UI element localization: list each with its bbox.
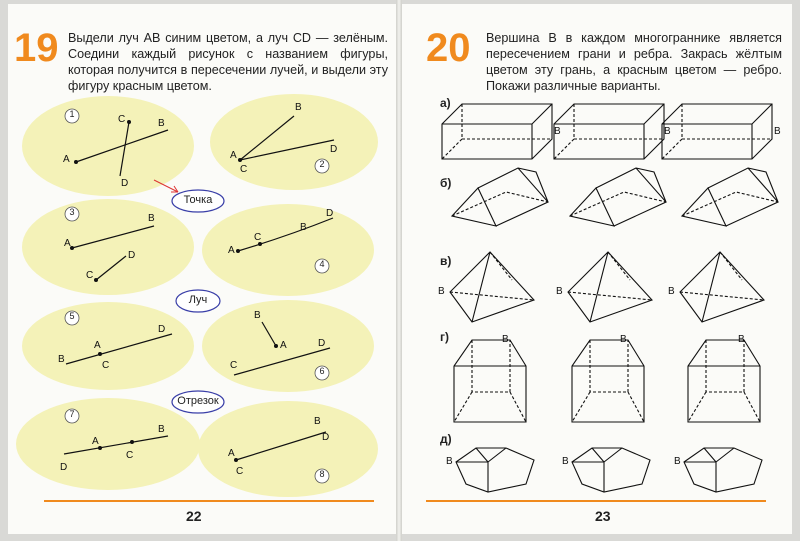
svg-text:C: C — [254, 232, 261, 243]
svg-text:B: B — [738, 334, 745, 345]
svg-text:D: D — [121, 178, 128, 189]
task-20-text: Вершина B в каждом многограннике являетс… — [486, 31, 782, 93]
figure-number-6: 6 — [319, 366, 325, 376]
task-19-text: Выдели луч AB синим цветом, а луч CD — з… — [68, 31, 388, 93]
svg-text:D: D — [60, 462, 67, 473]
svg-text:A: A — [228, 245, 235, 256]
figure-number-2: 2 — [319, 159, 325, 169]
page-number-right: 23 — [595, 508, 611, 524]
svg-text:C: C — [118, 114, 125, 125]
svg-text:B: B — [620, 334, 627, 345]
book-spine — [396, 0, 402, 541]
figure-number-7: 7 — [69, 409, 75, 419]
svg-text:B: B — [554, 126, 561, 137]
svg-text:A: A — [94, 340, 101, 351]
svg-text:B: B — [668, 286, 675, 297]
svg-text:A: A — [228, 448, 235, 459]
choice-point: Точка — [183, 194, 213, 206]
svg-text:C: C — [230, 360, 237, 371]
svg-text:B: B — [438, 286, 445, 297]
svg-text:B: B — [562, 456, 569, 467]
svg-text:B: B — [774, 126, 781, 137]
page-number-left: 22 — [186, 508, 202, 524]
svg-text:B: B — [314, 416, 321, 427]
task-number-19: 19 — [14, 26, 59, 70]
row-label-d: д) — [440, 432, 452, 446]
right-page: 20 Вершина B в каждом многограннике явля… — [402, 4, 792, 534]
row-label-b: б) — [440, 176, 452, 190]
svg-text:C: C — [86, 270, 93, 281]
svg-text:B: B — [446, 456, 453, 467]
row-label-a: а) — [440, 96, 451, 110]
svg-text:D: D — [318, 338, 325, 349]
svg-text:B: B — [148, 213, 155, 224]
svg-text:C: C — [102, 360, 109, 371]
figure-number-4: 4 — [319, 259, 325, 269]
footer-rule — [426, 500, 766, 502]
svg-text:B: B — [295, 102, 302, 113]
svg-text:D: D — [128, 250, 135, 261]
svg-text:B: B — [502, 334, 509, 345]
figure-number-8: 8 — [319, 469, 325, 479]
svg-text:A: A — [230, 150, 237, 161]
svg-text:B: B — [664, 126, 671, 137]
svg-text:A: A — [92, 436, 99, 447]
svg-text:B: B — [674, 456, 681, 467]
row-label-v: в) — [440, 254, 452, 268]
svg-text:A: A — [280, 340, 287, 351]
svg-text:C: C — [240, 164, 247, 175]
figure-number-5: 5 — [69, 311, 75, 321]
figure-number-1: 1 — [69, 109, 75, 119]
footer-rule — [44, 500, 374, 502]
svg-text:D: D — [158, 324, 165, 335]
svg-text:B: B — [158, 118, 165, 129]
svg-text:B: B — [300, 222, 307, 233]
task-number-20: 20 — [426, 26, 471, 70]
svg-text:C: C — [126, 450, 133, 461]
svg-text:A: A — [63, 154, 70, 165]
svg-text:D: D — [322, 432, 329, 443]
svg-text:B: B — [556, 286, 563, 297]
choice-ray: Луч — [188, 294, 208, 306]
svg-text:A: A — [64, 238, 71, 249]
svg-text:B: B — [254, 310, 261, 321]
svg-text:D: D — [330, 144, 337, 155]
svg-text:C: C — [236, 466, 243, 477]
row-label-g: г) — [440, 330, 449, 344]
svg-text:B: B — [158, 424, 165, 435]
polyhedra-figures: B B B B B B B B B B B B — [438, 103, 781, 493]
svg-text:B: B — [58, 354, 65, 365]
left-page: 19 Выдели луч AB синим цветом, а луч CD … — [8, 4, 396, 534]
svg-text:D: D — [326, 208, 333, 219]
figure-number-3: 3 — [69, 207, 75, 217]
choice-segment: Отрезок — [177, 395, 219, 407]
